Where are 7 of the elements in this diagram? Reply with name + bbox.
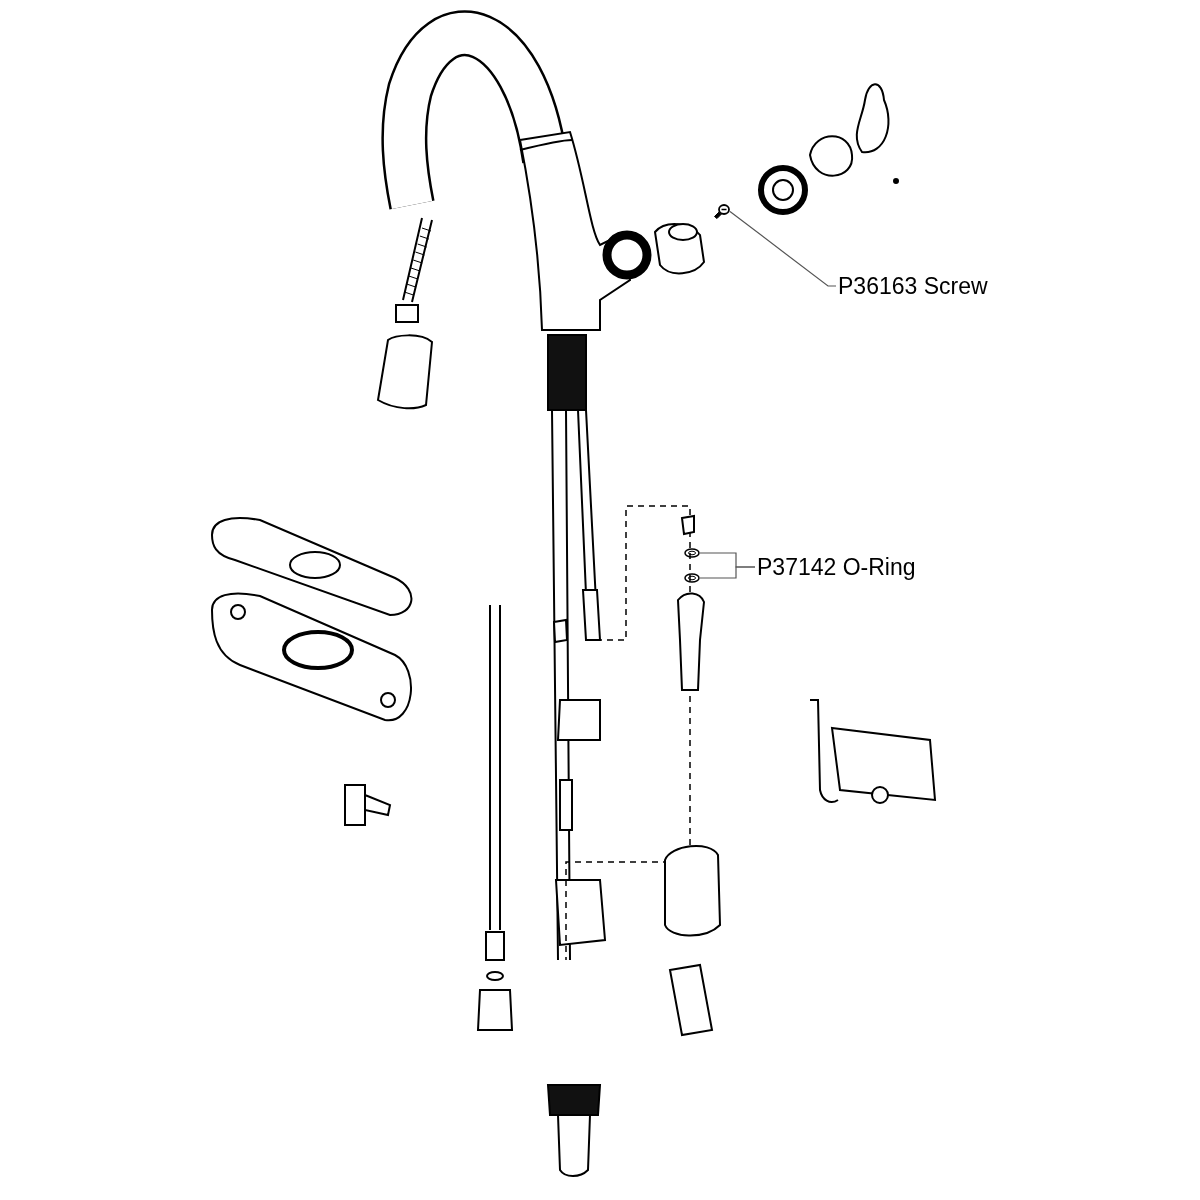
part-label: P36163 Screw xyxy=(838,272,988,300)
leader-line xyxy=(729,210,837,287)
leader-line xyxy=(699,566,756,579)
o-ring-drawing xyxy=(684,573,700,583)
o-ring-drawing xyxy=(684,548,700,558)
screw-drawing xyxy=(713,204,730,219)
part-label: P37142 O-Ring xyxy=(757,553,916,581)
